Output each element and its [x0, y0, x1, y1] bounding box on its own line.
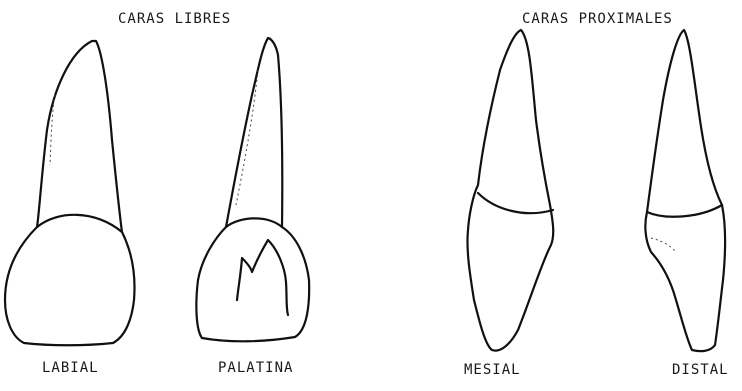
palatal-cingulum-m	[237, 240, 288, 315]
palatal-cej	[226, 218, 282, 227]
tooth-palatal	[196, 38, 309, 341]
labial-cej	[37, 215, 122, 232]
distal-root-shading	[651, 238, 676, 252]
palatal-outline	[196, 38, 309, 341]
label-mesial: MESIAL	[464, 363, 521, 377]
label-palatal: PALATINA	[218, 361, 293, 375]
tooth-mesial	[467, 30, 553, 351]
distal-cej	[647, 205, 722, 217]
label-labial: LABIAL	[42, 361, 99, 375]
mesial-cej	[478, 193, 553, 213]
palatal-root-shading	[236, 70, 258, 205]
mesial-outline	[467, 30, 553, 351]
tooth-labial	[5, 41, 135, 345]
distal-outline	[645, 30, 725, 351]
tooth-distal	[645, 30, 725, 351]
label-distal: DISTAL	[672, 363, 729, 377]
labial-outline	[5, 41, 135, 345]
